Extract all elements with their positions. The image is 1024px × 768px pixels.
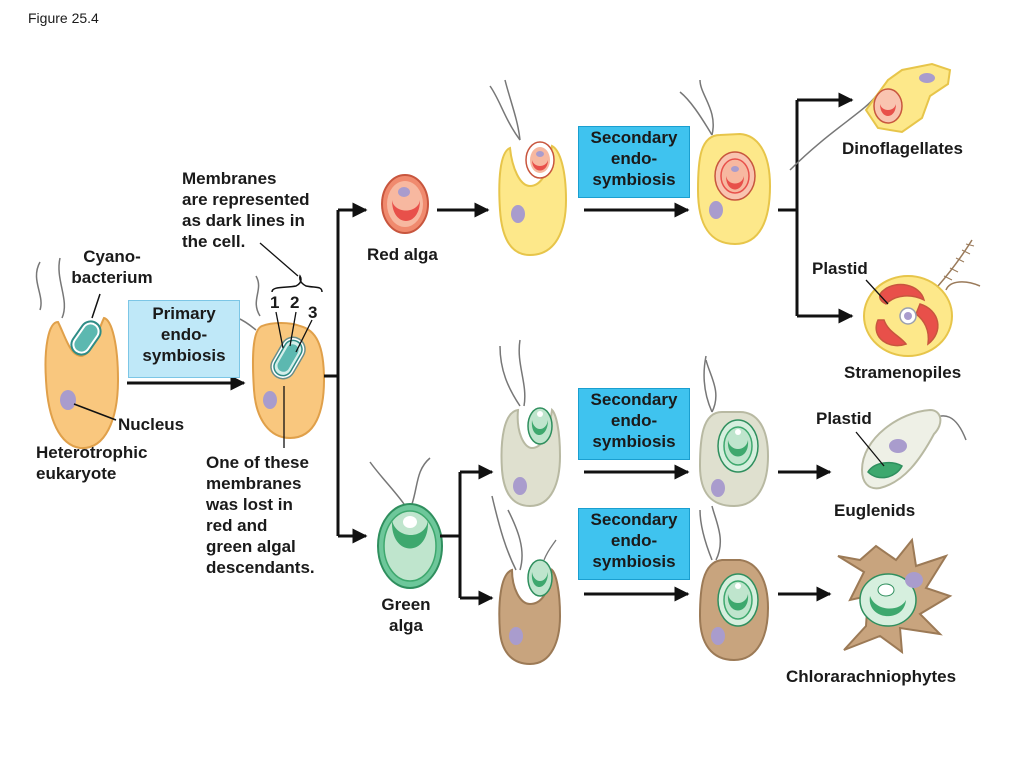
secondary-endosymbiosis-box-green-top: Secondary endo- symbiosis — [578, 388, 690, 460]
heterotrophic-eukaryote-label: Heterotrophic eukaryote — [36, 443, 148, 483]
membrane-number-2: 2 — [290, 293, 300, 312]
nucleus-icon — [60, 390, 76, 410]
plastid-label-top: Plastid — [812, 259, 868, 278]
heterotrophic-eukaryote-cell — [35, 257, 120, 450]
nucleus-label: Nucleus — [118, 415, 185, 434]
green-fork — [440, 464, 494, 606]
cyanobacterium-label: Cyano- bacterium — [71, 247, 153, 287]
dinoflagellate-cell — [789, 62, 952, 171]
euglenids-label: Euglenids — [834, 501, 916, 520]
chlorarachniophyte-cell — [837, 537, 953, 655]
secondary-endosymbiosis-box-green-bottom: Secondary endo- symbiosis — [578, 508, 690, 580]
euglenid-cell — [855, 408, 967, 490]
secondary-green-top-engulfing-cell — [499, 339, 562, 508]
primary-fork — [324, 202, 368, 544]
plastid-label-mid: Plastid — [816, 409, 872, 428]
green-alga-cell — [369, 457, 443, 589]
red-fork — [778, 92, 854, 324]
nucleus-icon — [263, 391, 277, 409]
secondary-red-engulfing-cell — [489, 79, 568, 257]
red-alga-label: Red alga — [367, 245, 438, 264]
stramenopiles-label: Stramenopiles — [844, 363, 962, 382]
membrane-number-3: 3 — [308, 303, 318, 322]
secondary-green-top-cell — [698, 355, 770, 508]
figure-label: Figure 25.4 — [28, 10, 99, 26]
membrane-number-1: 1 — [270, 293, 280, 312]
secondary-endosymbiosis-box-red: Secondary endo- symbiosis — [578, 126, 690, 198]
cyanobacterium-icon — [70, 320, 102, 356]
chlorarachniophytes-label: Chlorarachniophytes — [786, 667, 957, 686]
membranes-note: Membranes are represented as dark lines … — [182, 169, 310, 251]
secondary-red-cell — [679, 79, 772, 246]
lost-membrane-note: One of these membranes was lost in red a… — [206, 453, 315, 577]
red-alga-cell — [381, 174, 429, 234]
primary-endosymbiosis-box: Primary endo- symbiosis — [128, 300, 240, 378]
secondary-green-bottom-engulfing-cell — [491, 495, 562, 666]
secondary-green-bottom-cell — [698, 505, 770, 662]
stramenopile-cell — [863, 239, 981, 357]
green-alga-label: Green alga — [381, 595, 431, 635]
dinoflagellates-label: Dinoflagellates — [842, 139, 963, 158]
